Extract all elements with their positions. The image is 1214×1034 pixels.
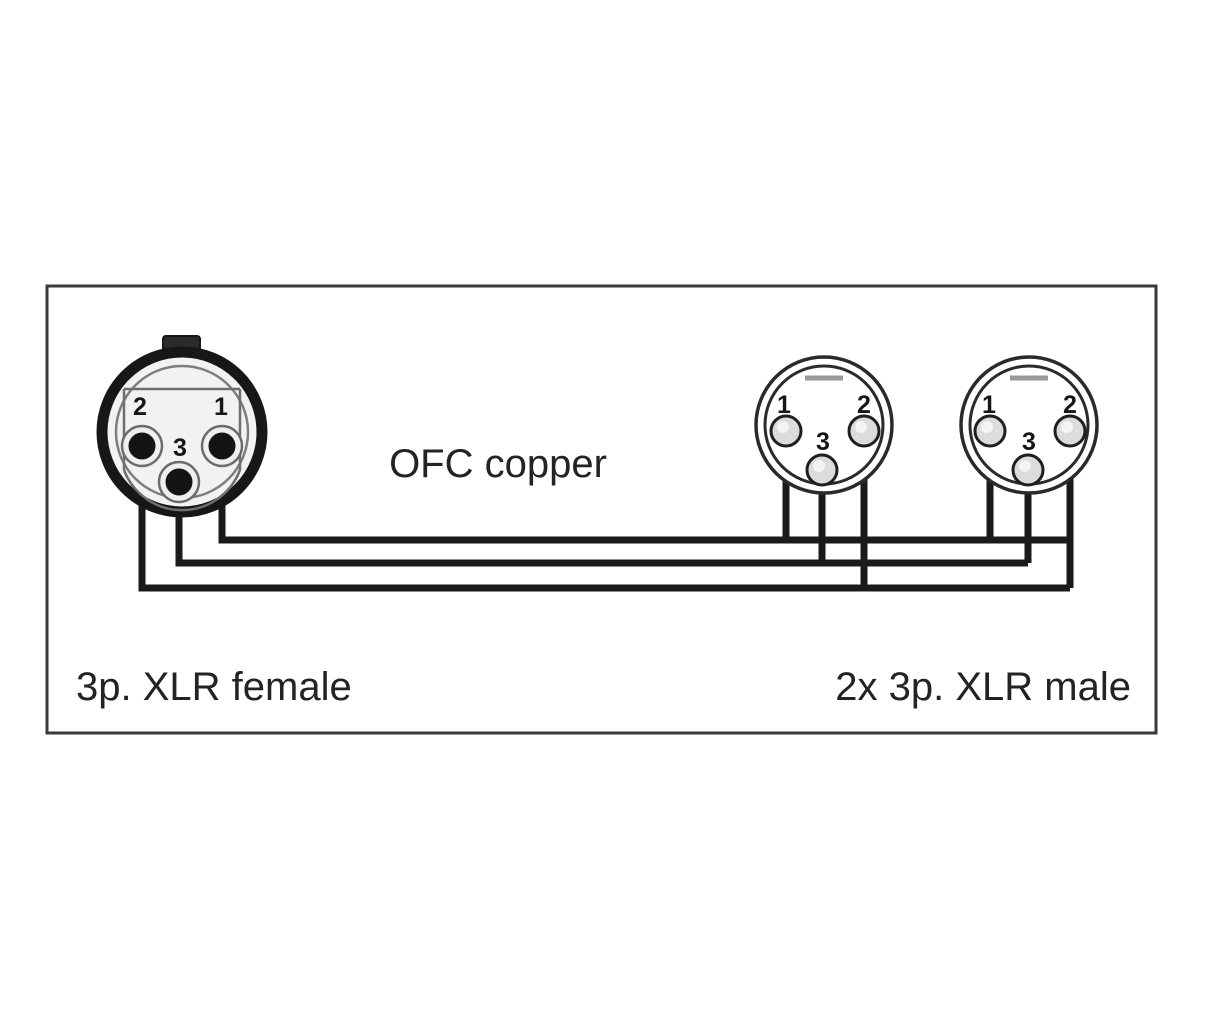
cable-type-label: OFC copper xyxy=(389,442,607,486)
male-b-pin-label-2: 2 xyxy=(1063,391,1077,419)
connector-xlr-female: 2 3 1 xyxy=(96,335,268,518)
female-socket-1 xyxy=(208,432,236,460)
male-b-pin-label-3: 3 xyxy=(1022,428,1036,456)
left-connector-caption: 3p. XLR female xyxy=(76,665,352,709)
male-a-pin-3-highlight xyxy=(813,460,825,472)
female-socket-3 xyxy=(165,468,193,496)
male-b-pin-2-highlight xyxy=(1061,421,1073,433)
diagram-frame xyxy=(45,284,1158,735)
female-shell-outer xyxy=(96,346,268,518)
male-b-pin-3-highlight xyxy=(1019,460,1031,472)
male-b-pin-1-highlight xyxy=(981,421,993,433)
connector-xlr-male-b: 1 3 2 xyxy=(959,355,1099,495)
male-a-pin-label-3: 3 xyxy=(816,428,830,456)
female-pin-label-1: 1 xyxy=(214,393,228,421)
right-connector-caption: 2x 3p. XLR male xyxy=(835,665,1131,709)
male-a-shell-outer xyxy=(754,355,894,495)
female-pin-label-3: 3 xyxy=(173,434,187,462)
male-a-pin-2-highlight xyxy=(855,421,867,433)
female-socket-2 xyxy=(128,432,156,460)
male-b-shell-outer xyxy=(959,355,1099,495)
male-b-pin-label-1: 1 xyxy=(982,391,996,419)
female-face-arc xyxy=(122,469,242,512)
male-a-pin-1-highlight xyxy=(777,421,789,433)
female-pin-label-2: 2 xyxy=(133,393,147,421)
connector-xlr-male-a: 1 3 2 xyxy=(754,355,894,495)
male-a-pin-label-1: 1 xyxy=(777,391,791,419)
male-a-pin-label-2: 2 xyxy=(857,391,871,419)
